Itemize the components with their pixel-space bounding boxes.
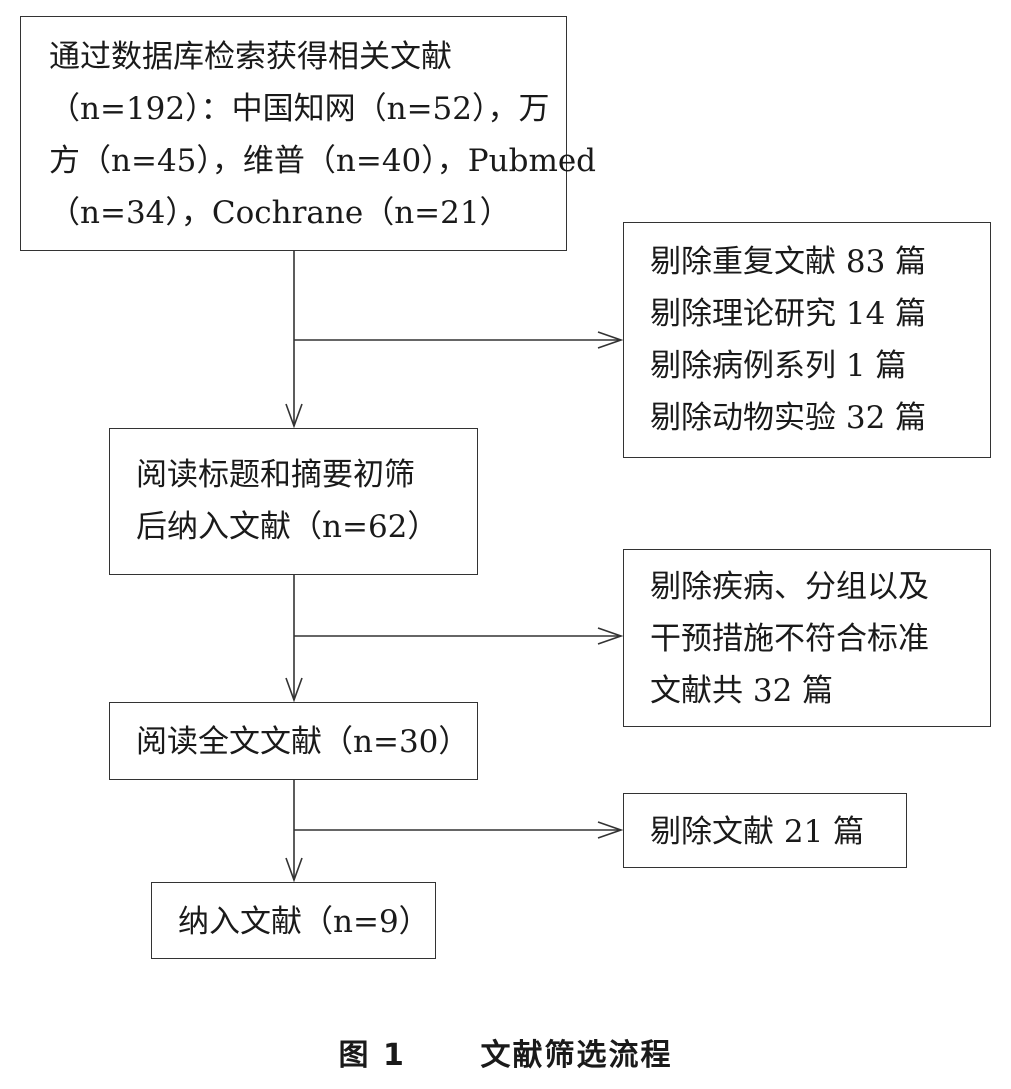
exclusion-second-line-2: 干预措施不符合标准 xyxy=(650,621,929,657)
exclusion-third-line-1: 剔除文献 21 篇 xyxy=(650,814,865,850)
arrowhead-right-2 xyxy=(597,627,624,645)
included-studies-box: 纳入文献（n=9） xyxy=(151,882,436,959)
included-line-1: 纳入文献（n=9） xyxy=(178,904,430,940)
arrowhead-down-2 xyxy=(285,677,303,703)
exclusion-first-line-2: 剔除理论研究 14 篇 xyxy=(650,296,927,332)
exclusion-first-line-4: 剔除动物实验 32 篇 xyxy=(650,400,927,436)
exclusion-box-third: 剔除文献 21 篇 xyxy=(623,793,907,868)
arrowhead-down-3 xyxy=(285,857,303,883)
title-abstract-screen-box: 阅读标题和摘要初筛 后纳入文献（n=62） xyxy=(109,428,478,575)
exclusion-first-line-1: 剔除重复文献 83 篇 xyxy=(650,244,927,280)
exclusion-second-line-3: 文献共 32 篇 xyxy=(650,673,834,709)
exclusion-box-second: 剔除疾病、分组以及 干预措施不符合标准 文献共 32 篇 xyxy=(623,549,991,727)
title-screen-line-2: 后纳入文献（n=62） xyxy=(136,509,439,545)
search-results-box: 通过数据库检索获得相关文献 （n=192）：中国知网（n=52），万 方（n=4… xyxy=(20,16,597,251)
figure-title: 文献筛选流程 xyxy=(480,1038,673,1073)
exclusion-first-line-3: 剔除病例系列 1 篇 xyxy=(650,348,907,384)
search-line-4: （n=34），Cochrane（n=21） xyxy=(49,195,511,231)
figure-caption: 图 1 文献筛选流程 xyxy=(0,1030,1011,1074)
arrowhead-right-3 xyxy=(597,821,624,839)
exclusion-second-line-1: 剔除疾病、分组以及 xyxy=(650,569,929,605)
search-line-3: 方（n=45），维普（n=40），Pubmed xyxy=(49,143,597,179)
fulltext-review-box: 阅读全文文献（n=30） xyxy=(109,702,478,780)
arrowhead-down-1 xyxy=(285,403,303,429)
exclusion-box-first: 剔除重复文献 83 篇 剔除理论研究 14 篇 剔除病例系列 1 篇 剔除动物实… xyxy=(623,222,991,458)
figure-number: 图 1 xyxy=(338,1038,406,1073)
search-line-1: 通过数据库检索获得相关文献 xyxy=(49,39,452,75)
arrowhead-right-1 xyxy=(597,331,624,349)
fulltext-line-1: 阅读全文文献（n=30） xyxy=(136,724,470,760)
search-line-2: （n=192）：中国知网（n=52），万 xyxy=(49,91,550,127)
title-screen-line-1: 阅读标题和摘要初筛 xyxy=(136,457,415,493)
